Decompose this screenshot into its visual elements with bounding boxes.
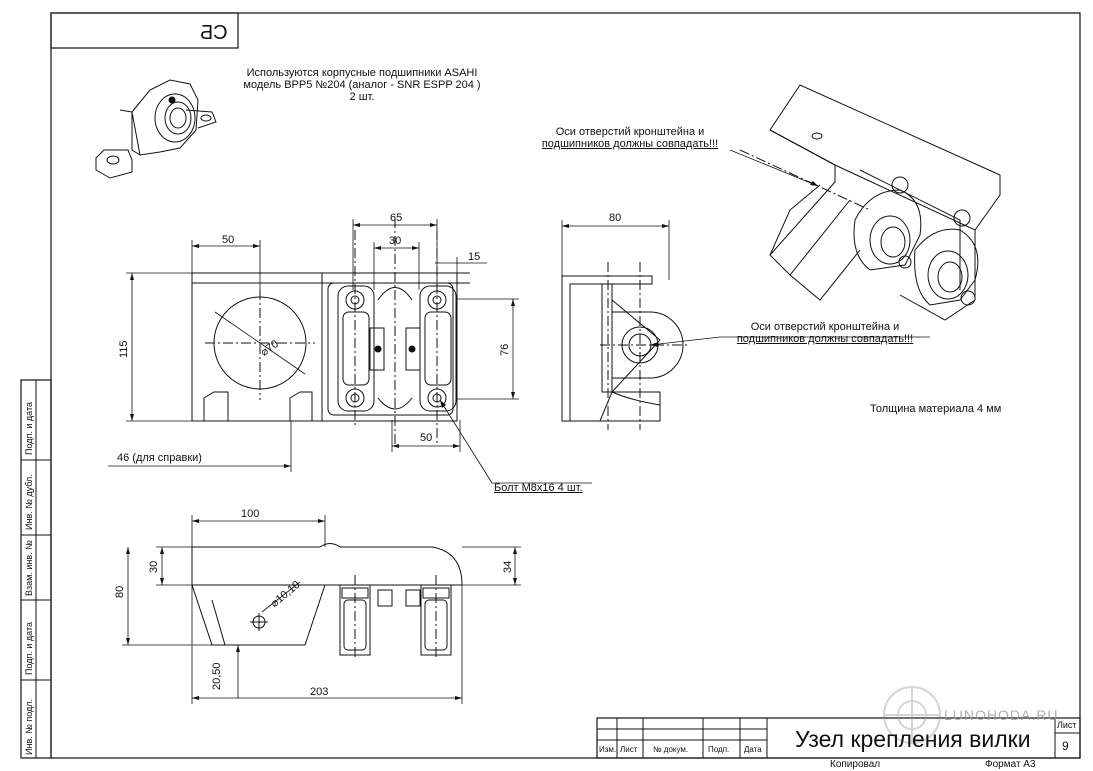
watermark-text: LUNOHODA.RU xyxy=(944,707,1059,723)
dim-65: 65 xyxy=(390,212,403,224)
arrowheads xyxy=(126,181,818,700)
bearing-note-line2: модель BPP5 №204 (аналог - SNR ESPP 204 … xyxy=(243,79,481,91)
bearing-iso-view xyxy=(95,79,217,179)
dim-15: 15 xyxy=(468,251,481,263)
format-label: Формат А3 xyxy=(985,759,1036,770)
drawing-title: Узел крепления вилки xyxy=(795,726,1031,752)
frame-border xyxy=(50,12,1081,759)
stamp-code: СБ xyxy=(200,22,228,44)
watermark-emblem xyxy=(883,686,941,744)
dim-50-bottom: 50 xyxy=(420,432,433,444)
axes-note-mid-line2: подшипников должны совпадать!!! xyxy=(736,333,914,345)
sheet-number: 9 xyxy=(1062,739,1069,753)
stamp-box xyxy=(50,12,239,49)
dim-203: 203 xyxy=(310,686,329,698)
tb-header-change: Изм. xyxy=(599,745,617,754)
axes-note-top: Оси отверстий кронштейна и подшипников д… xyxy=(520,126,740,150)
assembly-iso-view xyxy=(729,84,1001,321)
tb-header-doc: № докум. xyxy=(653,745,689,754)
bearing-note-line3: 2 шт. xyxy=(349,91,375,103)
dim-115: 115 xyxy=(118,340,130,358)
axes-note-mid: Оси отверстий кронштейна и подшипников д… xyxy=(715,321,935,345)
dim-80-side: 80 xyxy=(609,212,622,224)
strip-replace-inv: Взам. инв. № xyxy=(24,540,34,596)
bearing-note: Используются корпусные подшипники ASAHI … xyxy=(212,67,512,103)
side-view xyxy=(561,262,690,430)
strip-sign-date-1: Подп. и дата xyxy=(24,401,34,455)
dim-30-left: 30 xyxy=(148,560,160,573)
bearing-note-line1: Используются корпусные подшипники ASAHI xyxy=(246,67,478,79)
front-view xyxy=(191,218,470,445)
side-view-dimensions xyxy=(561,220,930,346)
bottom-view xyxy=(191,543,463,660)
tb-header-sheet: Лист xyxy=(620,745,638,754)
dim-34: 34 xyxy=(502,560,514,573)
dim-80-left: 80 xyxy=(114,585,126,598)
axes-note-top-line1: Оси отверстий кронштейна и xyxy=(555,126,705,138)
tb-header-sign: Подп. xyxy=(708,745,730,754)
sheet-label: Лист xyxy=(1057,720,1077,730)
dim-76: 76 xyxy=(499,343,511,356)
axes-note-top-line2: подшипников должны совпадать!!! xyxy=(541,138,719,150)
bottom-view-dimensions xyxy=(122,515,521,704)
dim-100: 100 xyxy=(241,508,260,520)
axes-note-mid-line1: Оси отверстий кронштейна и xyxy=(750,321,900,333)
strip-orig-inv: Инв. № подл. xyxy=(24,698,34,755)
dim-50-top: 50 xyxy=(222,234,235,246)
strip-dup-inv: Инв. № дубл. xyxy=(24,474,34,530)
copied-label: Копировал xyxy=(830,759,881,770)
bolt-note: Болт М8х16 4 шт. xyxy=(494,482,583,494)
tb-header-date: Дата xyxy=(744,745,762,754)
dim-30-top: 30 xyxy=(389,235,402,247)
front-view-dimensions xyxy=(108,219,592,484)
dim-20-50: 20,50 xyxy=(211,662,223,690)
dim-46-reference: 46 (для справки) xyxy=(117,452,202,464)
strip-sign-date-2: Подп. и дата xyxy=(24,621,34,675)
title-block xyxy=(596,717,1081,759)
thickness-note: Толщина материала 4 мм xyxy=(870,403,1002,415)
